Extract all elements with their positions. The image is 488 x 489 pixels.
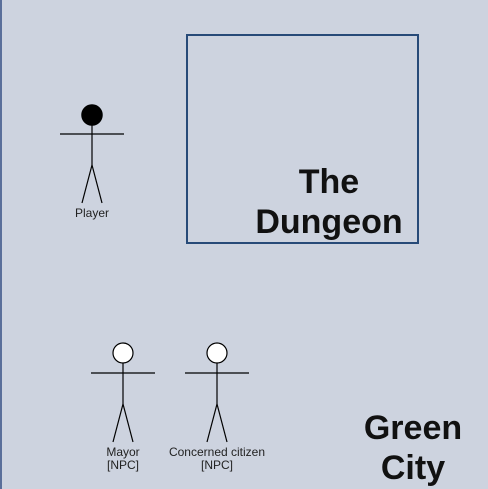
citizen-stick-figure-icon <box>185 342 249 443</box>
mayor-head <box>112 342 134 364</box>
actor-player[interactable]: Player <box>32 103 152 220</box>
actor-mayor[interactable]: Mayor [NPC] <box>63 342 183 472</box>
mayor-label: Mayor [NPC] <box>106 445 140 472</box>
green-city-label: Green City <box>363 409 463 487</box>
dungeon-label: The Dungeon <box>255 163 403 241</box>
player-head <box>81 104 103 126</box>
dungeon-region[interactable]: The Dungeon <box>186 34 419 244</box>
citizen-head <box>206 342 228 364</box>
player-label: Player <box>74 206 109 220</box>
citizen-label: Concerned citizen [NPC] <box>168 445 266 472</box>
mayor-stick-figure-icon <box>91 342 155 443</box>
actor-concerned-citizen[interactable]: Concerned citizen [NPC] <box>157 342 277 472</box>
player-stick-figure-icon <box>60 104 124 204</box>
